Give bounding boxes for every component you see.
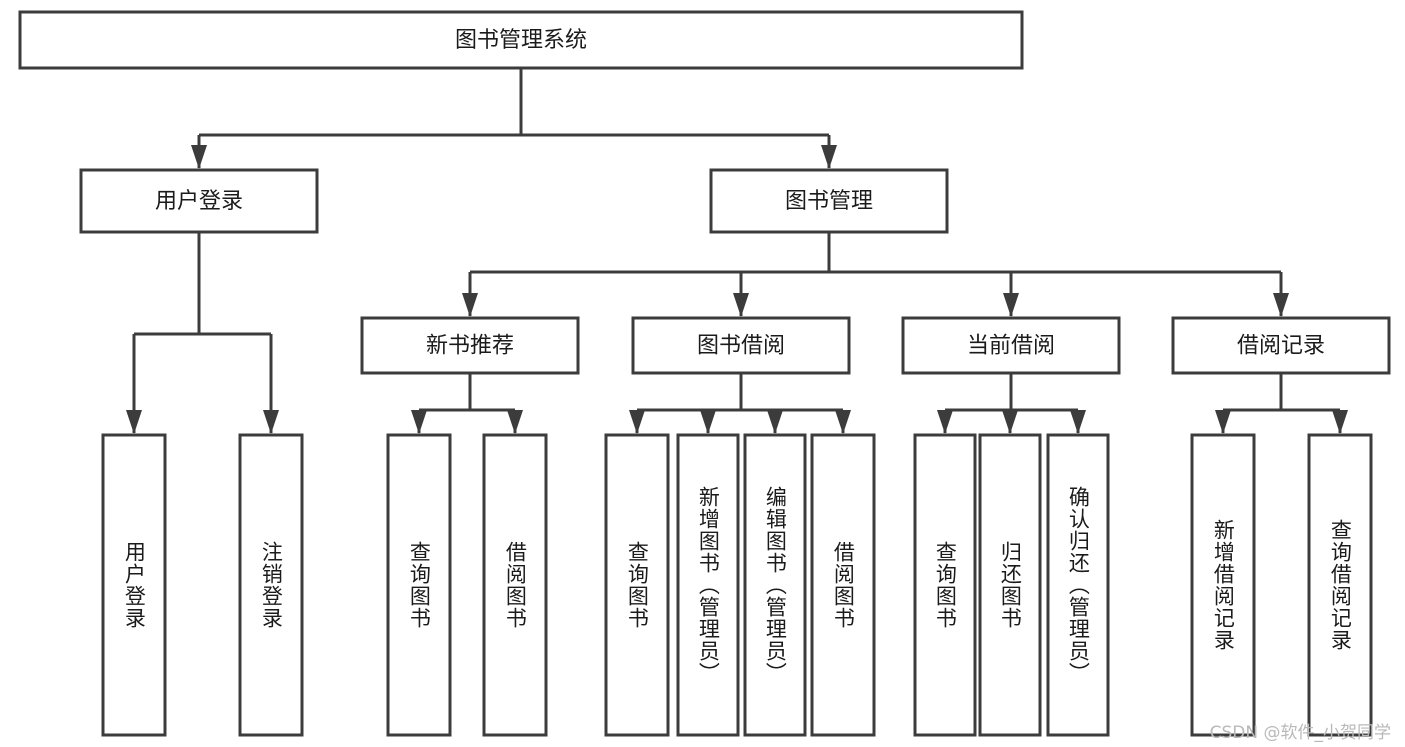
node-leaf-user-logout[interactable] bbox=[238, 433, 304, 737]
userlogin-arrow-1 bbox=[263, 410, 279, 434]
node-leaf-user-login[interactable] bbox=[101, 433, 167, 737]
current-borrow-arrow-2 bbox=[1070, 410, 1086, 434]
node-leaf-add-book-admin[interactable] bbox=[676, 433, 740, 737]
node-current-borrow[interactable] bbox=[901, 316, 1121, 375]
bookmgmt-arrow-2 bbox=[1003, 293, 1019, 317]
watermark-text: CSDN @软件_小贺同学 bbox=[1209, 723, 1391, 743]
node-leaf-confirm-return-admin[interactable] bbox=[1046, 433, 1110, 737]
node-book-borrow-label: 图书借阅 bbox=[697, 334, 785, 359]
node-new-book-recommend-label: 新书推荐 bbox=[426, 334, 514, 359]
bookmgmt-arrow-0 bbox=[462, 293, 478, 317]
root-arrow-0 bbox=[191, 145, 207, 169]
book-borrow-arrow-1 bbox=[700, 410, 716, 434]
node-leaf-borrow-book-new[interactable] bbox=[482, 433, 548, 737]
book-borrow-arrow-3 bbox=[835, 410, 851, 434]
current-borrow-arrow-1 bbox=[1002, 410, 1018, 434]
new-book-recommend-arrow-1 bbox=[507, 410, 523, 434]
borrow-record-arrow-1 bbox=[1332, 410, 1348, 434]
node-leaf-return-book[interactable] bbox=[978, 433, 1042, 737]
new-book-recommend-arrow-0 bbox=[411, 410, 427, 434]
node-book-management[interactable] bbox=[709, 168, 949, 234]
node-root[interactable] bbox=[18, 10, 1024, 70]
node-leaf-edit-book-admin[interactable] bbox=[743, 433, 807, 737]
node-new-book-recommend[interactable] bbox=[360, 316, 580, 375]
book-borrow-arrow-2 bbox=[767, 410, 783, 434]
node-borrow-record-label: 借阅记录 bbox=[1237, 334, 1325, 359]
node-leaf-borrow-book[interactable] bbox=[810, 433, 876, 737]
node-leaf-query-borrow-record[interactable] bbox=[1307, 433, 1373, 737]
node-leaf-query-book-new[interactable] bbox=[386, 433, 452, 737]
book-borrow-arrow-0 bbox=[629, 410, 645, 434]
node-user-login[interactable] bbox=[79, 168, 319, 234]
node-leaf-query-book-current[interactable] bbox=[913, 433, 977, 737]
node-leaf-add-borrow-record[interactable] bbox=[1190, 433, 1256, 737]
node-book-management-label: 图书管理 bbox=[785, 189, 873, 214]
root-arrow-1 bbox=[821, 145, 837, 169]
node-leaf-query-book-borrow[interactable] bbox=[604, 433, 670, 737]
node-current-borrow-label: 当前借阅 bbox=[967, 334, 1055, 359]
node-user-login-label: 用户登录 bbox=[155, 189, 243, 214]
node-book-borrow[interactable] bbox=[631, 316, 851, 375]
borrow-record-arrow-0 bbox=[1215, 410, 1231, 434]
connectors-group bbox=[126, 68, 1348, 434]
userlogin-arrow-0 bbox=[126, 410, 142, 434]
bookmgmt-arrow-1 bbox=[733, 293, 749, 317]
node-borrow-record[interactable] bbox=[1171, 316, 1391, 375]
current-borrow-arrow-0 bbox=[937, 410, 953, 434]
bookmgmt-arrow-3 bbox=[1273, 293, 1289, 317]
node-root-label: 图书管理系统 bbox=[455, 28, 587, 53]
